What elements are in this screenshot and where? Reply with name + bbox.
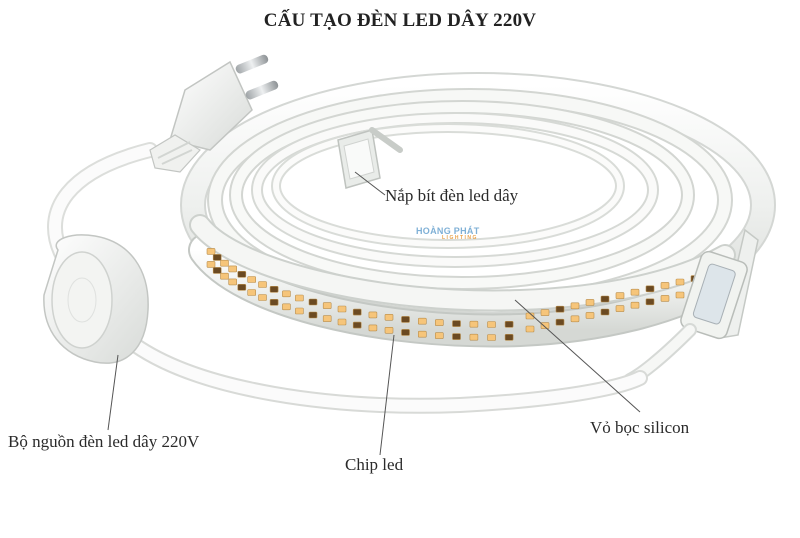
diagram-title: CẤU TẠO ĐÈN LED DÂY 220V [263,10,537,31]
led-chip [660,295,670,302]
label-power-supply: Bộ nguồn đèn led dây 220V [8,432,200,451]
led-chip [452,333,461,340]
led-chip [220,259,229,267]
watermark-sub: LIGHTING [442,235,478,241]
led-chip [585,312,595,319]
led-chip [295,294,304,302]
led-chip [675,291,685,299]
label-led-chip: Chip led [345,455,404,474]
led-chip [660,282,670,289]
watermark-brand: HOÀNG PHÁT [416,226,480,236]
leader-power [107,354,119,431]
led-chip [645,298,655,306]
led-chip [540,322,550,329]
led-chip [401,329,410,336]
led-chip [282,303,291,311]
led-chip [452,320,461,327]
led-chip [555,305,565,313]
led-chip [615,292,625,299]
leader-lines [107,171,641,456]
led-chip [237,283,247,291]
led-chip [401,316,410,323]
led-chip [600,308,610,316]
led-chip [247,276,256,283]
power-supply-unit [43,234,149,364]
led-chip [630,288,640,296]
led-chip [258,281,267,288]
led-chip [206,248,216,255]
led-chip [337,305,347,313]
led-chip [585,299,595,306]
led-chip [322,302,332,309]
power-cable [47,142,648,414]
led-chip [525,325,535,333]
led-chip [469,333,479,341]
led-chip [228,265,237,273]
label-silicone-shell: Vỏ bọc silicon [590,418,690,437]
led-chip [417,317,427,325]
led-chip [600,295,610,303]
led-chip [258,294,267,301]
led-chip [295,307,304,315]
led-chip [308,311,318,319]
brand-watermark: HOÀNG PHÁT LIGHTING [416,226,480,241]
led-chip [352,308,362,316]
led-chip [434,332,444,339]
led-chip [615,305,625,312]
led-chip [540,309,550,316]
led-chip [269,298,279,306]
led-chip [645,285,655,293]
leader-silicone [514,299,641,413]
led-chip [570,302,580,310]
led-chip [504,333,514,341]
led-chip [368,311,378,319]
leader-chip [379,334,395,456]
led-chip [384,313,394,321]
led-chip [237,270,247,278]
led-chip [308,298,318,306]
led-chip [368,324,378,332]
led-chip [434,319,444,326]
label-end-cap: Nắp bít đèn led dây [385,186,519,205]
power-plug [149,54,279,173]
led-chip [228,278,237,286]
led-chip [675,278,685,286]
led-chip [487,321,496,328]
end-cap [337,127,403,189]
led-chip [487,334,496,341]
led-chip [417,330,427,338]
led-chip [212,254,222,261]
led-chip [469,320,479,328]
led-chip [247,289,256,296]
led-chip [570,315,580,323]
led-chip [269,285,279,293]
led-chip [352,321,362,329]
led-chip [630,301,640,309]
led-chip [220,272,229,280]
led-chip [337,318,347,326]
led-chip [555,318,565,326]
leader-end-cap [354,171,386,196]
led-chip [212,267,222,274]
led-chip [282,290,291,298]
led-chip [384,326,394,334]
led-chip [504,320,514,328]
led-chip [322,315,332,322]
led-chip [206,261,216,268]
